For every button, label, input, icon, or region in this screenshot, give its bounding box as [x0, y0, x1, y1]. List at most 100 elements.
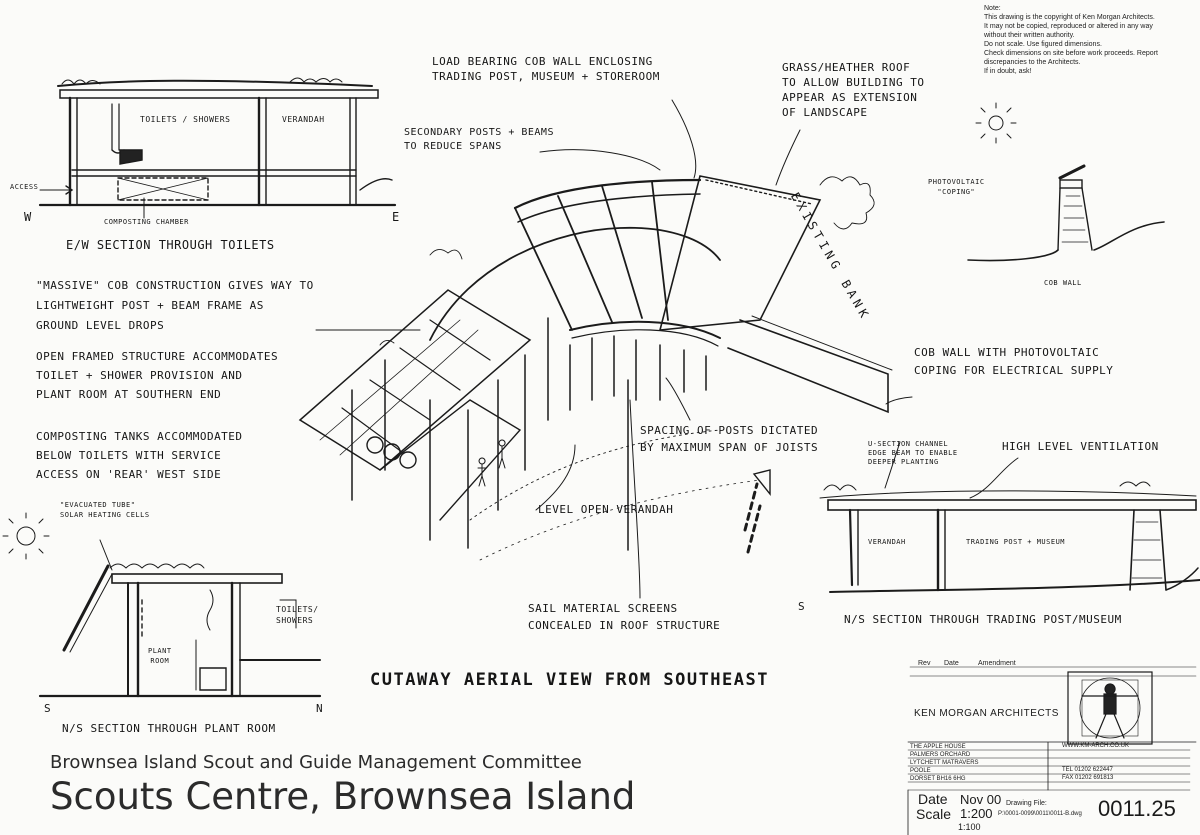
amend-amendment-header: Amendment [978, 660, 1016, 667]
access-label: Access [10, 183, 39, 191]
ew-section-drawing [38, 77, 397, 207]
plant-room-line: room [150, 657, 170, 665]
open-framed-line: Open framed structure accommodates [36, 350, 279, 363]
tb-scale-value: 1:200 [960, 806, 993, 821]
address-line: THE APPLE HOUSE [910, 744, 966, 750]
ventilation-annotation: High level ventilation [1002, 440, 1159, 453]
cob-pv-line: Cob wall with photovoltaic [914, 346, 1100, 359]
cob-wall-line: Load bearing cob wall enclosing [432, 55, 653, 68]
title-block-frame [907, 666, 1197, 835]
plant-toilets-line: showers [276, 616, 314, 625]
tb-file-label: Drawing File: [1006, 800, 1047, 807]
cob-pv-annotation: Cob wall with photovoltaic coping for el… [914, 344, 1113, 380]
grass-roof-line: to allow building to [782, 76, 925, 89]
post-spacing-annotation: Spacing of posts dictated by maximum spa… [640, 422, 818, 456]
ns-trading-title: N/S section through trading post/museum [844, 613, 1122, 626]
composting-line: Composting tanks accommodated [36, 430, 243, 443]
amend-date-header: Date [944, 660, 959, 667]
plant-toilets-line: Toilets/ [276, 605, 319, 614]
tb-file-value: P:\0001-0099\0011\0011-B.dwg [998, 811, 1082, 817]
secondary-posts-line: to reduce spans [404, 141, 502, 152]
composting-line: access on 'rear' west side [36, 468, 222, 481]
open-framed-line: plant room at southern end [36, 388, 222, 401]
plant-north-marker: N [316, 702, 324, 715]
verandah-label: Verandah [282, 115, 325, 124]
tb-date-label: Date [918, 791, 948, 807]
address-line: PALMERS ORCHARD [910, 752, 971, 758]
sail-screens-line: Sail material screens [528, 602, 678, 615]
composting-chamber-label: Composting Chamber [104, 218, 189, 226]
grass-roof-line: Grass/heather roof [782, 61, 911, 74]
pv-coping-line: Photovoltaic [928, 178, 985, 186]
secondary-posts-annotation: Secondary posts + beams to reduce spans [404, 126, 554, 154]
sun-symbol-top [975, 102, 1017, 144]
cob-wall-annotation: Load bearing cob wall enclosing trading … [432, 54, 660, 84]
ns-verandah-label: Verandah [868, 538, 906, 546]
drawing-number: 0011.25 [1098, 796, 1176, 821]
u-channel-line: deeper planting [868, 458, 939, 466]
grass-roof-line: appear as extension [782, 91, 918, 104]
ns-trading-south-marker: S [798, 600, 806, 613]
address-line: DORSET BH16 6HG [910, 776, 966, 782]
ns-plant-section-drawing [38, 563, 322, 698]
solar-cells-annotation: "Evacuated tube" solar heating cells [60, 500, 150, 520]
tb-scale-alt: 1:100 [958, 822, 981, 832]
notes-line: If in doubt, ask! [984, 68, 1032, 75]
notes-line: It may not be copied, reproduced or alte… [984, 23, 1153, 30]
solar-cells-line: solar heating cells [60, 511, 150, 519]
architect-web: WWW.KM-ARCH.CO.UK [1062, 743, 1129, 749]
address-line: LYTCHETT MATRAVERS [910, 760, 979, 766]
secondary-posts-line: Secondary posts + beams [404, 127, 554, 138]
ew-section-title: E/W Section through Toilets [66, 238, 275, 252]
grass-roof-line: of landscape [782, 106, 868, 119]
copyright-notes: Note: This drawing is the copyright of K… [984, 4, 1158, 76]
amend-rev-header: Rev [918, 660, 931, 667]
pv-coping-annotation: Photovoltaic "coping" [928, 177, 985, 197]
notes-line: discrepancies to the Architects. [984, 59, 1081, 66]
notes-title: Note: [984, 5, 1001, 12]
project-title: Scouts Centre, Brownsea Island [50, 775, 636, 818]
massive-cob-line: ground level drops [36, 319, 165, 332]
open-framed-line: toilet + shower provision and [36, 369, 243, 382]
cob-wall-line: trading post, museum + storeroom [432, 70, 660, 83]
massive-cob-line: lightweight post + beam frame as [36, 299, 264, 312]
aerial-view-drawing [298, 175, 893, 561]
address-line: POOLE [910, 768, 931, 774]
tb-scale-label: Scale [916, 806, 952, 822]
massive-cob-annotation: "Massive" cob construction gives way to … [36, 276, 314, 336]
u-channel-line: U-section channel [868, 440, 949, 448]
east-marker: E [392, 210, 400, 224]
ns-trading-section-drawing [819, 481, 1200, 593]
open-framed-annotation: Open framed structure accommodates toile… [36, 347, 278, 404]
post-spacing-line: Spacing of posts dictated [640, 424, 819, 437]
pv-coping-line: "coping" [937, 188, 976, 196]
west-marker: W [24, 210, 32, 224]
sail-screens-annotation: Sail material screens concealed in roof … [528, 600, 720, 634]
level-verandah-annotation: Level open verandah [538, 503, 674, 516]
notes-line: Check dimensions on site before work pro… [984, 50, 1158, 57]
solar-cells-line: "Evacuated tube" [60, 501, 136, 509]
architect-address: THE APPLE HOUSE PALMERS ORCHARD LYTCHETT… [910, 743, 979, 783]
tb-date-value: Nov 00 [960, 792, 1002, 807]
plant-toilets-annotation: Toilets/ showers [276, 604, 319, 626]
cob-pv-line: coping for electrical supply [914, 364, 1114, 377]
sun-symbol-bottom [2, 512, 50, 560]
massive-cob-line: "Massive" cob construction gives way to [36, 279, 314, 292]
notes-line: without their written authority. [984, 32, 1075, 39]
architect-tel: TEL 01202 622447 [1062, 767, 1113, 773]
architect-name: KEN MORGAN ARCHITECTS [914, 708, 1059, 719]
plant-room-label: Plant room [148, 646, 172, 666]
ns-plant-title: N/S section through plant room [62, 722, 276, 735]
trading-post-label: Trading post + museum [966, 538, 1066, 546]
grass-roof-annotation: Grass/heather roof to allow building to … [782, 60, 924, 120]
main-view-title: Cutaway aerial view from southeast [370, 670, 769, 690]
notes-line: This drawing is the copyright of Ken Mor… [984, 14, 1155, 21]
client-name: Brownsea Island Scout and Guide Manageme… [50, 752, 582, 773]
cob-wall-small-label: Cob wall [1044, 279, 1082, 287]
composting-line: below toilets with service [36, 449, 222, 462]
plant-room-line: Plant [148, 647, 172, 655]
sail-screens-line: concealed in roof structure [528, 619, 721, 632]
architect-fax: FAX 01202 691813 [1062, 775, 1114, 781]
toilets-label: Toilets / Showers [140, 115, 231, 124]
